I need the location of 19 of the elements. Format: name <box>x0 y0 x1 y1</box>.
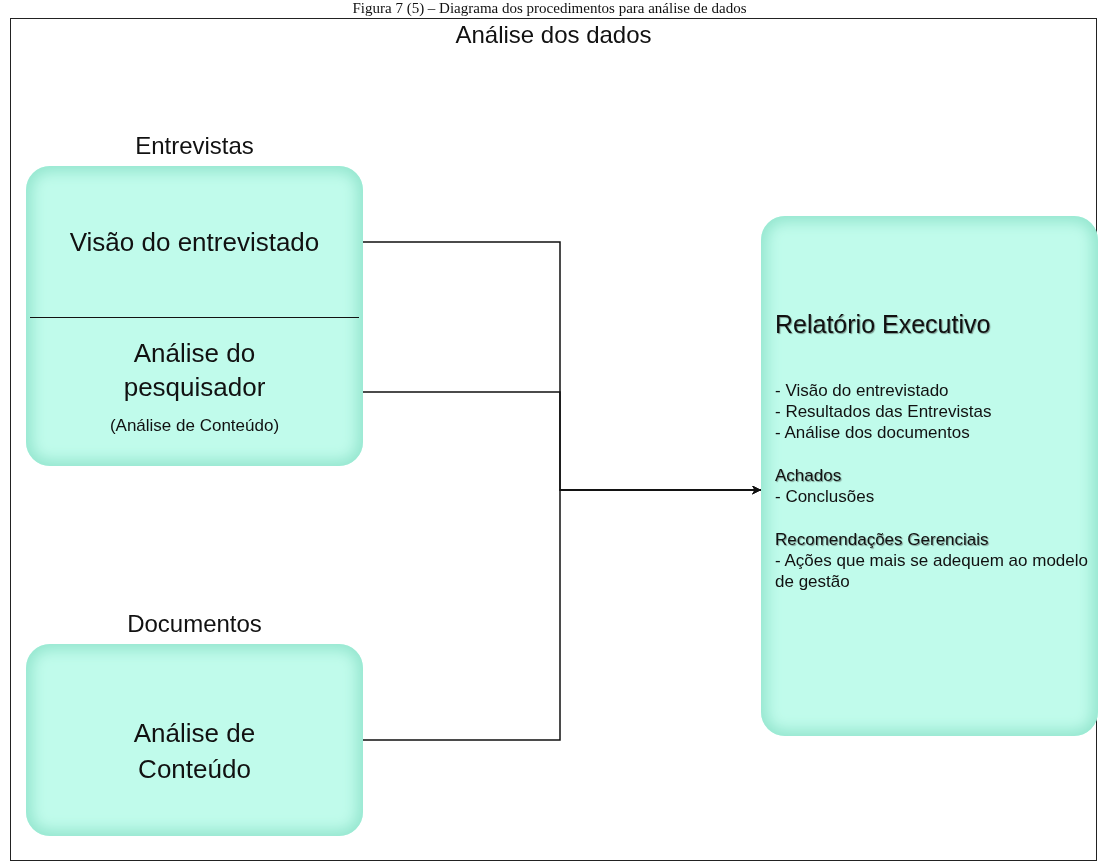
connector-arrow <box>362 485 762 741</box>
section-heading: Recomendações Gerenciais <box>775 529 990 550</box>
section-text: Análise do pesquisador <box>122 337 267 404</box>
group-heading: Documentos <box>126 609 263 639</box>
list-item: - Análise dos documentos <box>775 422 971 443</box>
figure-title: Figura 7 (5) – Diagrama dos procedimentos para análise de dados <box>351 0 748 17</box>
frame <box>10 18 1097 861</box>
list-item: - Visão do entrevistado <box>775 380 950 401</box>
list-item: - Ações que mais se adequem ao modelo de gestão <box>775 550 1088 592</box>
frame-heading: Análise dos dados <box>454 21 653 49</box>
list-item: - Resultados das Entrevistas <box>775 401 993 422</box>
section-heading: Achados <box>775 465 843 486</box>
rounded-box <box>761 216 1098 736</box>
report-title: Relatório Executivo <box>775 309 992 340</box>
group-heading: Entrevistas <box>134 131 255 161</box>
note-text: (Análise de Conteúdo) <box>109 415 280 437</box>
list-item: - Conclusões <box>775 486 876 507</box>
section-text: Visão do entrevistado <box>69 226 320 259</box>
box-text: Análise de Conteúdo <box>132 717 257 786</box>
